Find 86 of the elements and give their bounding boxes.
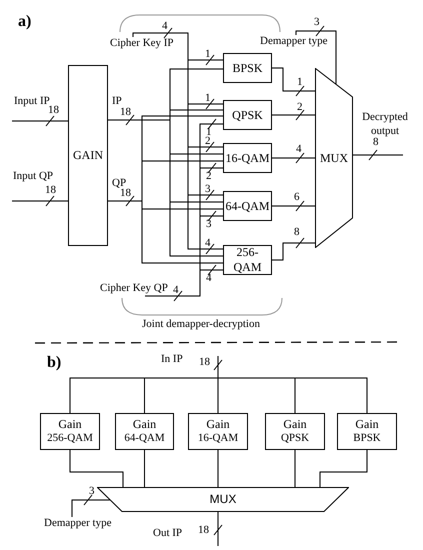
annotation-text: Decrypted output (361, 111, 409, 138)
multiplexer-trapezoid (97, 487, 349, 512)
annotation-text: a) (18, 12, 32, 32)
multiplexer-trapezoid (315, 68, 353, 248)
block-label: Gain (58, 417, 82, 432)
block-label: MUX (210, 492, 236, 507)
signal-line (218, 356, 368, 414)
block-label: Gain (132, 417, 156, 432)
annotation-text: 1 (297, 76, 302, 90)
block-box (68, 65, 108, 246)
annotation-text: 18 (120, 106, 131, 120)
annotation-text: 3 (89, 485, 94, 499)
annotation-text: Cipher Key IP (110, 37, 174, 51)
block-label: GAIN (73, 148, 103, 163)
annotation-text: 2 (206, 170, 212, 184)
annotation-text: 4 (205, 237, 210, 251)
annotation-text: Out IP (153, 527, 182, 541)
block-box (223, 100, 272, 130)
signal-line (70, 450, 124, 488)
block-box (337, 413, 397, 450)
annotation-text: 18 (198, 524, 209, 538)
annotation-text: 3 (205, 183, 210, 197)
annotation-text: Cipher Key QP (100, 282, 168, 296)
annotation-text: 18 (45, 184, 56, 198)
annotation-text: 2 (297, 101, 302, 115)
block-box (188, 413, 248, 450)
annotation-text: 1 (205, 92, 210, 106)
block-label: 256-QAM (47, 432, 93, 446)
annotation-text: 4 (206, 272, 212, 286)
annotation-text: IP (112, 95, 122, 108)
block-box (223, 191, 272, 221)
block-label: 64-QAM (124, 432, 165, 446)
block-label: 64-QAM (226, 198, 270, 214)
block-box (40, 413, 100, 450)
signal-line (108, 200, 224, 264)
annotation-text: 4 (173, 284, 178, 298)
block-box (223, 143, 272, 173)
signal-line (72, 500, 110, 518)
signal-line (144, 270, 224, 296)
signal-line (272, 242, 316, 260)
signal-line (294, 450, 296, 488)
block-label: Gain (283, 417, 307, 432)
block-box (223, 53, 272, 83)
block-label: BPSK (353, 432, 381, 446)
signal-line (272, 68, 316, 92)
annotation-text: 18 (48, 104, 59, 118)
signal-line (272, 114, 316, 116)
signal-line (296, 30, 336, 84)
annotation-text: Input IP (14, 95, 50, 107)
block-label: QPSK (280, 432, 310, 446)
block-label: 256-QAM (232, 245, 262, 275)
signal-line (144, 450, 145, 488)
block-label: 16-QAM (198, 432, 238, 446)
annotation-text: 18 (199, 356, 210, 370)
annotation-text: 3 (314, 16, 320, 30)
signal-line (352, 154, 404, 156)
block-box (115, 413, 174, 450)
signal-line (12, 200, 68, 202)
annotation-text: Demapper type (260, 35, 328, 49)
annotation-text: 6 (294, 191, 300, 205)
annotation-text: b) (47, 353, 62, 373)
annotation-text: 4 (296, 143, 302, 157)
annotation-text: 18 (120, 187, 131, 201)
annotation-text: 2 (205, 135, 210, 149)
block-box (265, 413, 325, 450)
block-label: BPSK (232, 60, 263, 76)
signal-line (12, 120, 68, 122)
block-label: QPSK (232, 108, 263, 122)
annotation-text: 3 (206, 218, 212, 232)
annotation-text: 8 (294, 226, 300, 240)
annotation-text: Demapper type (44, 517, 112, 531)
block-label: Gain (206, 417, 230, 432)
annotation-text: 4 (162, 20, 168, 34)
block-label: MUX (320, 150, 348, 166)
block-label: 16-QAM (226, 150, 270, 166)
annotation-text: 8 (373, 136, 378, 150)
annotation-text: 1 (205, 48, 210, 62)
annotation-text: QP (112, 177, 126, 189)
annotation-text: Joint demapper-decryption (142, 318, 260, 332)
annotation-text: Input QP (13, 170, 54, 184)
signal-line (108, 120, 224, 256)
signal-line (132, 32, 224, 250)
block-label: Gain (355, 417, 379, 432)
annotation-text: In IP (161, 353, 183, 367)
block-box (223, 245, 272, 275)
signal-line (320, 450, 368, 488)
